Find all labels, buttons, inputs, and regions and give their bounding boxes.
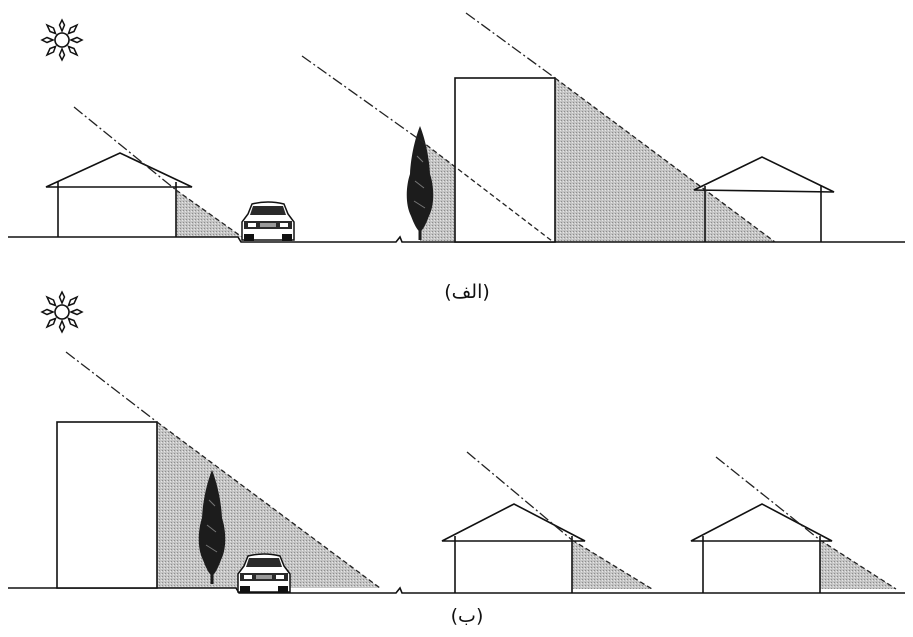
ground-line — [8, 586, 905, 594]
sun-icon — [41, 19, 83, 61]
house-icon — [693, 156, 835, 242]
sun-rays — [73, 12, 556, 191]
ground-line — [8, 235, 905, 243]
caption-bottom: (ب) — [450, 605, 484, 627]
car-icon — [237, 553, 291, 594]
caption-top: (الف) — [444, 281, 490, 303]
car-icon — [241, 201, 295, 242]
scene-top — [8, 12, 905, 243]
house-icon — [45, 152, 193, 237]
sun-rays — [65, 351, 821, 541]
shadow-edges — [175, 77, 776, 243]
scene-bottom — [8, 291, 905, 594]
shadow-edges — [156, 421, 897, 590]
tall-building — [56, 421, 158, 589]
house-icon — [690, 503, 833, 593]
sun-icon — [41, 291, 83, 333]
house-shadow — [572, 540, 652, 589]
tall-building — [454, 77, 556, 243]
house-icon — [441, 503, 586, 593]
